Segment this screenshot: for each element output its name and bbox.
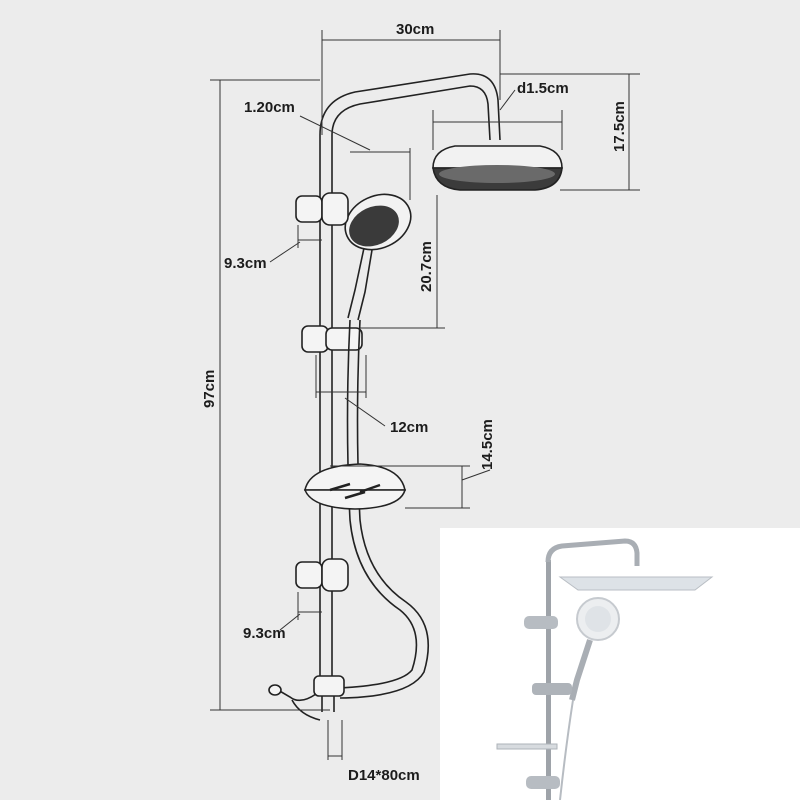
wall-bracket-top — [295, 192, 349, 226]
dimension-lines — [210, 30, 640, 760]
wall-bracket-bottom — [295, 558, 349, 592]
dim-label-pipe-diameter: d1.5cm — [517, 80, 569, 97]
dim-label-shelf-height: 14.5cm — [479, 419, 496, 470]
diverter — [268, 675, 345, 721]
dim-label-slider-width: 12cm — [390, 419, 428, 436]
dim-label-wall-offset-bottom: 9.3cm — [243, 625, 286, 642]
slider — [301, 325, 363, 353]
hose — [339, 319, 430, 699]
dim-label-arm-width: 30cm — [396, 21, 434, 38]
dim-label-head-height: 17.5cm — [611, 101, 628, 152]
dim-label-arm-thickness: 1.20cm — [244, 99, 295, 116]
rain-shower-head — [432, 145, 563, 191]
hand-shower — [344, 193, 412, 321]
dim-label-hand-shower-height: 20.7cm — [418, 241, 435, 292]
product-photo — [440, 528, 800, 800]
dim-label-wall-offset-top: 9.3cm — [224, 255, 267, 272]
dim-label-hose: D14*80cm — [348, 767, 420, 784]
soap-dish — [303, 463, 407, 510]
dim-label-total-height: 97cm — [201, 370, 218, 408]
